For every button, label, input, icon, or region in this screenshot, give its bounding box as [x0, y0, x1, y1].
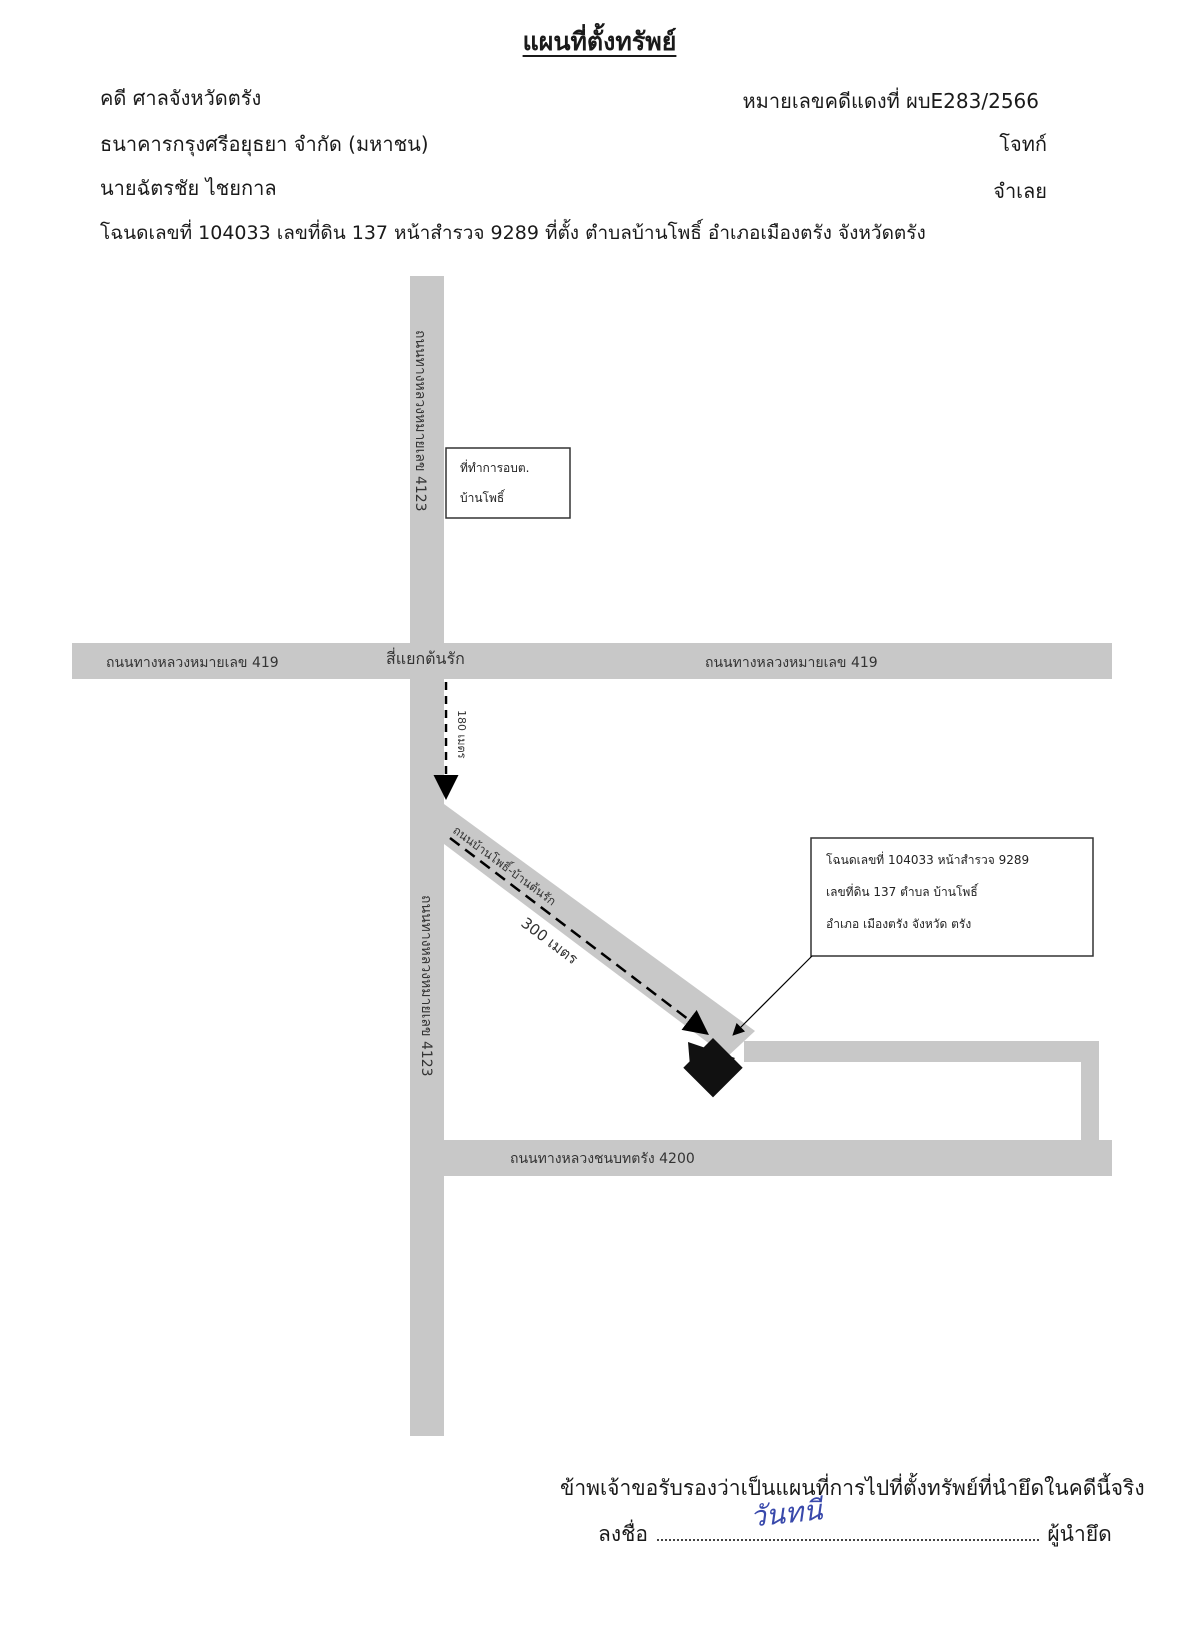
- signature-line: ลงชื่อ ผู้นำยึด: [598, 1518, 1112, 1551]
- defendant-name: นายฉัตรชัย ไชยกาล: [100, 176, 277, 200]
- property-line-3: อำเภอ เมืองตรัง จังหวัด ตรัง: [826, 917, 971, 931]
- signer-role: ผู้นำยึด: [1047, 1522, 1112, 1546]
- road-4200-label: ถนนทางหลวงชนบทตรัง 4200: [510, 1151, 695, 1167]
- property-line-1: โฉนดเลขที่ 104033 หน้าสำรวจ 9289: [826, 851, 1029, 867]
- property-line-2: เลขที่ดิน 137 ตำบล บ้านโพธิ์: [826, 883, 979, 899]
- plaintiff-name: ธนาคารกรุงศรีอยุธยา จำกัด (มหาชน): [100, 132, 429, 156]
- deed-description: โฉนดเลขที่ 104033 เลขที่ดิน 137 หน้าสำรว…: [100, 222, 926, 244]
- page-title: แผนที่ตั้งทรัพย์: [522, 27, 677, 56]
- diagonal-road-label: ถนนบ้านโพธิ์-บ้านต้นรัก: [450, 822, 560, 909]
- intersection-label: สี่แยกต้นรัก: [386, 647, 465, 668]
- road-419-left-label: ถนนทางหลวงหมายเลข 419: [106, 655, 279, 671]
- leader-arrow: [732, 955, 813, 1036]
- office-line-2: บ้านโพธิ์: [460, 489, 506, 505]
- arrow-300m: [449, 837, 709, 1036]
- office-line-1: ที่ทำการอบต.: [460, 459, 529, 475]
- case-number: หมายเลขคดีแดงที่ ผบE283/2566: [742, 89, 1040, 113]
- property-box: [810, 837, 1094, 957]
- road-4123-upper-label: ถนนทางหลวงหมายเลข 4123: [412, 330, 428, 512]
- road-4123: [410, 276, 444, 1436]
- loop-road: [744, 1041, 1099, 1143]
- road-4123-lower-label: ถนนทางหลวงหมายเลข 4123: [418, 895, 434, 1077]
- office-box: [445, 447, 571, 519]
- sign-label: ลงชื่อ: [598, 1522, 648, 1546]
- road-4200: [444, 1140, 1112, 1176]
- certification-text: ข้าพเจ้าขอรับรองว่าเป็นแผนที่การไปที่ตั้…: [560, 1476, 1145, 1500]
- signature-dots: [656, 1521, 1039, 1541]
- plaintiff-role: โจทก์: [999, 132, 1047, 156]
- distance-180-label: 180 เมตร: [455, 710, 468, 759]
- road-419-right-label: ถนนทางหลวงหมายเลข 419: [705, 655, 878, 671]
- court-label: คดี ศาลจังหวัดตรัง: [100, 86, 262, 110]
- road-419: [72, 643, 1112, 679]
- defendant-role: จำเลย: [993, 179, 1047, 203]
- diagonal-road: [444, 804, 755, 1057]
- handwritten-signature: วันทนี: [748, 1493, 824, 1534]
